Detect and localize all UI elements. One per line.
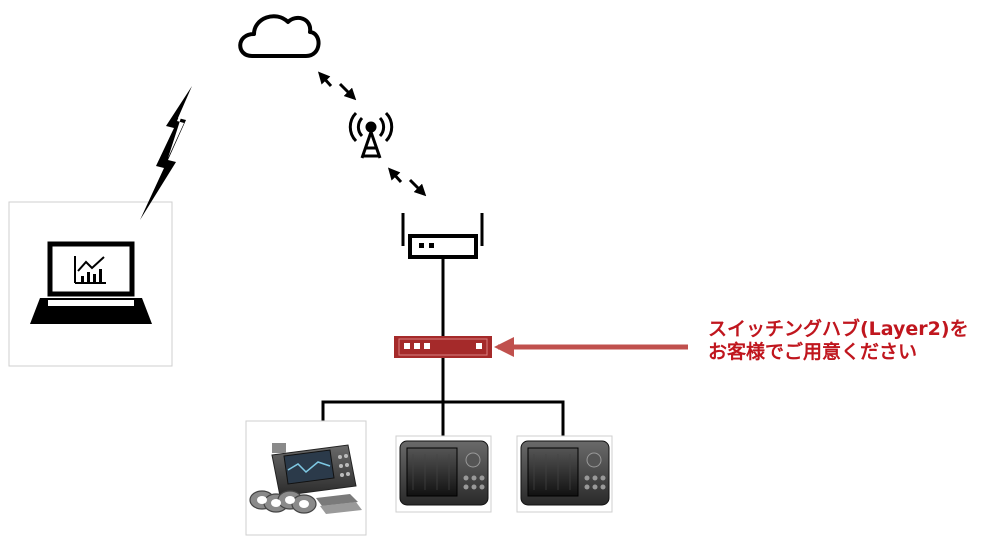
logger-device-3 xyxy=(516,435,613,513)
cloud-icon xyxy=(238,14,321,58)
switching-hub-icon xyxy=(394,336,492,358)
lightning-link-icon xyxy=(140,86,192,220)
wireless-arrows-icon xyxy=(387,167,427,197)
data-logger-icon xyxy=(399,440,489,506)
router-icon xyxy=(401,213,484,259)
wired-links xyxy=(321,358,565,438)
logger-device-1 xyxy=(245,420,367,536)
data-logger-icon xyxy=(249,443,362,514)
wireless-arrows-icon xyxy=(317,71,357,101)
laptop-monitor xyxy=(8,201,173,367)
callout-line-1: スイッチングハブ(Layer2)を xyxy=(708,318,969,340)
data-logger-icon xyxy=(520,440,610,506)
logger-device-2 xyxy=(395,435,492,513)
switching-hub-callout: スイッチングハブ(Layer2)を お客様でご用意ください xyxy=(708,318,969,364)
laptop-chart-icon xyxy=(30,241,152,324)
cell-tower-icon xyxy=(348,111,394,159)
callout-line-2: お客様でご用意ください xyxy=(708,341,918,363)
